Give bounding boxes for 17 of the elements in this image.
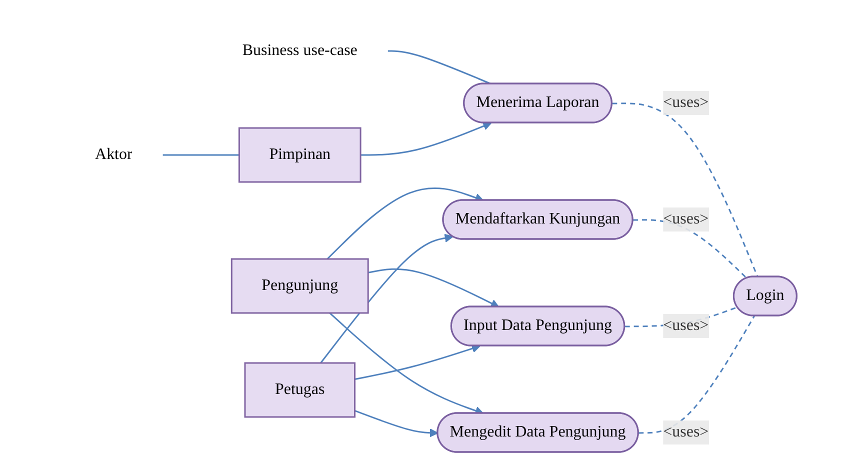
node-box: Pimpinan <box>238 126 362 182</box>
arrow <box>354 410 438 437</box>
edge-label: <uses> <box>663 93 709 110</box>
edge-label: <uses> <box>663 210 709 227</box>
edge-label: <uses> <box>663 316 709 334</box>
node-box: Petugas <box>244 362 356 418</box>
arrow <box>326 187 484 260</box>
node-text: Business use-case <box>242 42 358 58</box>
arrow <box>320 233 454 363</box>
arrow <box>360 121 492 156</box>
arrow <box>368 268 500 307</box>
node-text: Aktor <box>95 145 132 162</box>
connector <box>638 315 756 434</box>
edge-label: <uses> <box>663 422 709 440</box>
arrow <box>354 344 481 380</box>
connector <box>162 154 240 156</box>
node-box: Pengunjung <box>231 258 369 314</box>
